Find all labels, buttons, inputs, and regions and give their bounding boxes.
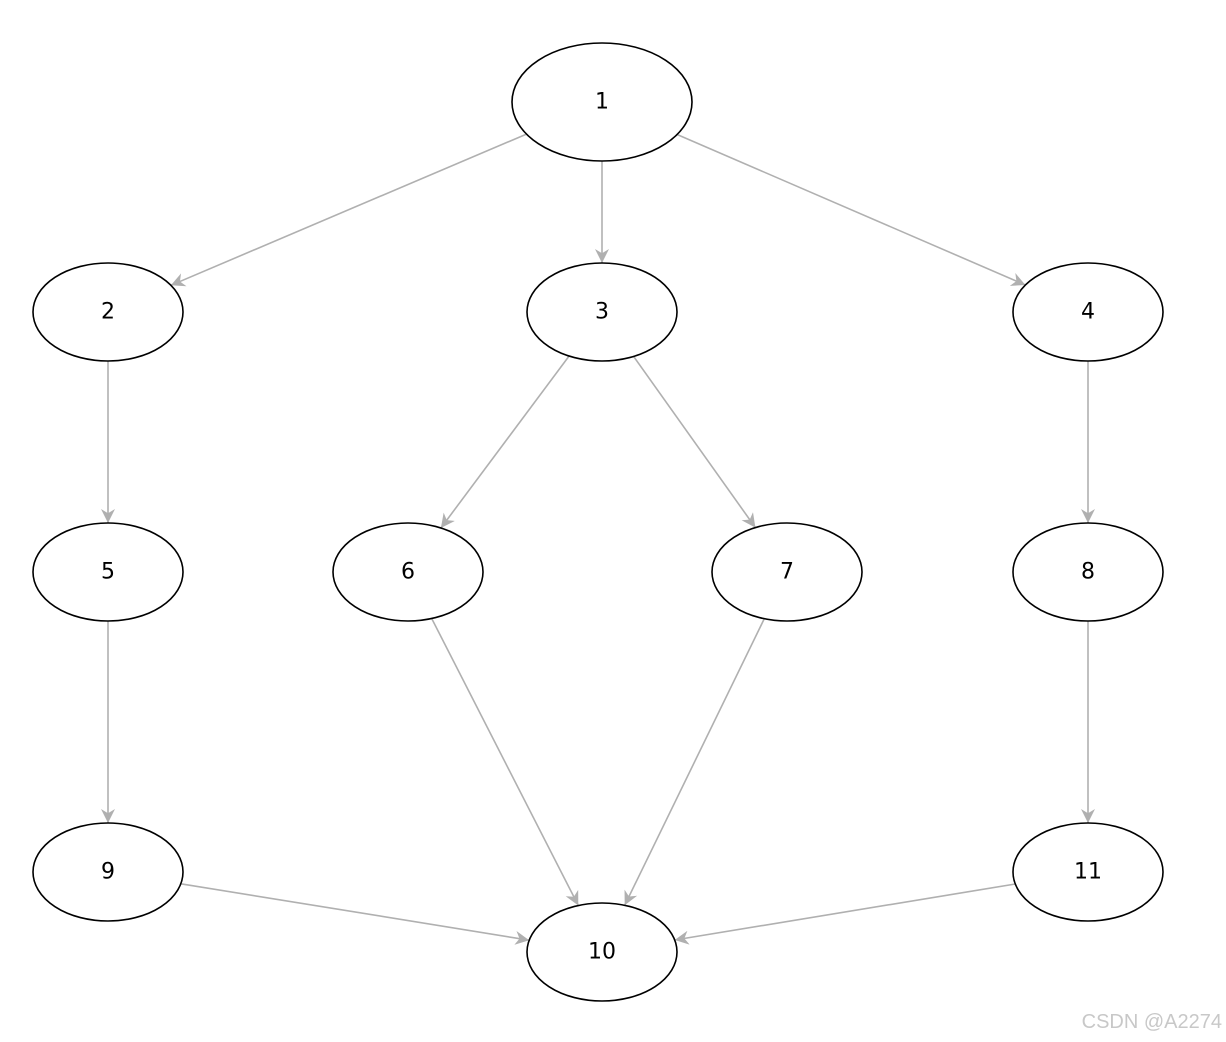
node-label: 7 <box>780 560 794 585</box>
node-label: 11 <box>1074 860 1102 885</box>
node-label: 10 <box>588 940 616 965</box>
edge-11-to-10 <box>674 883 1016 945</box>
edge-9-to-10 <box>180 883 530 945</box>
node-ellipse <box>32 822 184 922</box>
node-label: 2 <box>101 300 115 325</box>
edge-1-to-2 <box>170 133 527 287</box>
node-label: 5 <box>101 560 115 585</box>
node-ellipse <box>32 522 184 622</box>
node-3: 3 <box>526 262 678 362</box>
node-label: 1 <box>595 90 609 115</box>
node-8: 8 <box>1012 522 1164 622</box>
node-label: 4 <box>1081 300 1095 325</box>
node-ellipse <box>526 902 678 1002</box>
node-ellipse <box>332 522 484 622</box>
edges-layer <box>101 133 1095 945</box>
node-label: 6 <box>401 560 415 585</box>
edge-3-to-6 <box>440 355 570 529</box>
node-6: 6 <box>332 522 484 622</box>
node-5: 5 <box>32 522 184 622</box>
node-ellipse <box>32 262 184 362</box>
edge-1-to-4 <box>676 133 1026 286</box>
node-4: 4 <box>1012 262 1164 362</box>
node-ellipse <box>1012 262 1164 362</box>
node-label: 9 <box>101 860 115 885</box>
node-7: 7 <box>711 522 863 622</box>
watermark: CSDN @A2274 <box>1081 1011 1222 1033</box>
node-ellipse <box>511 42 693 162</box>
edge-3-to-7 <box>632 355 757 529</box>
node-ellipse <box>711 522 863 622</box>
node-ellipse <box>526 262 678 362</box>
node-10: 10 <box>526 902 678 1002</box>
node-9: 9 <box>32 822 184 922</box>
node-11: 11 <box>1012 822 1164 922</box>
nodes-layer: 1 2 3 4 5 6 7 8 9 10 11 <box>32 42 1164 1002</box>
node-ellipse <box>1012 522 1164 622</box>
node-1: 1 <box>511 42 693 162</box>
edge-7-to-10 <box>623 618 766 906</box>
node-ellipse <box>1012 822 1164 922</box>
node-2: 2 <box>32 262 184 362</box>
node-label: 3 <box>595 300 609 325</box>
node-label: 8 <box>1081 560 1095 585</box>
edge-6-to-10 <box>430 618 580 906</box>
